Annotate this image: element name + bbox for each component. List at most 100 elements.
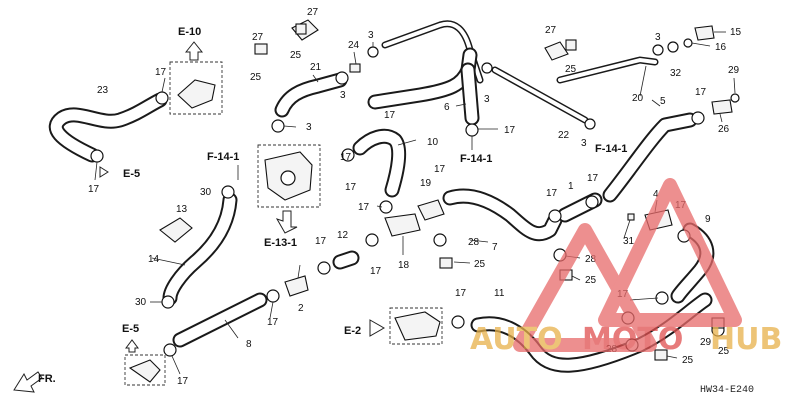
washer-16[interactable] (683, 38, 693, 48)
ref-e5-bottom[interactable]: E-5 (122, 323, 139, 353)
bolt-15[interactable] (694, 25, 715, 41)
hose-21[interactable] (274, 72, 348, 118)
clip-24[interactable] (349, 63, 361, 73)
clip-25[interactable] (254, 43, 268, 55)
clamp-3[interactable] (481, 62, 493, 74)
clamp-3[interactable] (584, 118, 596, 130)
clamp-30[interactable] (221, 185, 235, 199)
callout: 27 (307, 7, 319, 18)
clamp-17[interactable] (163, 343, 177, 357)
hose-7[interactable] (442, 188, 563, 242)
callout: 18 (398, 260, 410, 271)
clip-25[interactable] (295, 23, 307, 35)
clip-27-right[interactable] (544, 41, 569, 61)
clamps[interactable] (90, 23, 740, 361)
clamp-17[interactable] (585, 195, 599, 209)
hose-14[interactable] (162, 192, 238, 306)
ref-e2[interactable]: E-2 (344, 319, 386, 337)
callout: 3 (306, 122, 312, 133)
callout: 3 (655, 32, 661, 43)
callout: 17 (155, 67, 167, 78)
callout: 26 (718, 124, 730, 135)
tee-joint-2[interactable] (284, 264, 309, 297)
callout: 3 (484, 94, 490, 105)
clamp-3[interactable] (271, 119, 285, 133)
ref-f14-right[interactable]: F-14-1 (595, 143, 627, 155)
clamp-17[interactable] (465, 123, 479, 137)
clamp-17[interactable] (691, 111, 705, 125)
clamp-3[interactable] (335, 71, 349, 85)
callout: 8 (246, 339, 252, 350)
callout: 3 (340, 90, 346, 101)
clamp-30[interactable] (161, 295, 175, 309)
clamp-17[interactable] (155, 91, 169, 105)
callout: 17 (315, 236, 327, 247)
tube-20[interactable] (556, 56, 659, 84)
clamp-28[interactable] (433, 233, 447, 247)
callout: 25 (474, 259, 486, 270)
watermark: AUTO MOTO HUB (470, 178, 782, 357)
ref-f14-mid[interactable]: F-14-1 (460, 136, 492, 165)
callout: 11 (494, 288, 505, 299)
joint-19[interactable] (417, 199, 445, 221)
watermark-text: AUTO (470, 322, 563, 357)
callout: 25 (585, 275, 597, 286)
callout: 30 (135, 297, 147, 308)
callout: 15 (730, 27, 742, 38)
ref-e5-top[interactable]: E-5 (99, 166, 140, 180)
svg-text:E-5: E-5 (122, 323, 139, 335)
clip-25[interactable] (439, 257, 453, 269)
hose-10[interactable] (352, 128, 407, 198)
washer-32[interactable] (667, 41, 679, 53)
clamp-3[interactable] (367, 46, 379, 58)
leader-lines (94, 31, 736, 375)
valve-18[interactable] (384, 213, 421, 237)
callout: 19 (420, 178, 432, 189)
clamp-17[interactable] (341, 148, 355, 162)
callout: 17 (587, 173, 599, 184)
callout: 5 (660, 96, 666, 107)
callout: 17 (345, 182, 357, 193)
hose-6[interactable] (367, 47, 480, 126)
ref-e10[interactable]: E-10 (178, 26, 204, 61)
connector-e5-bottom[interactable] (124, 354, 166, 386)
callout: 25 (682, 355, 694, 366)
svg-text:F-14-1: F-14-1 (595, 143, 627, 155)
bracket-13[interactable] (159, 217, 193, 243)
hose-8[interactable] (172, 292, 268, 348)
clamp-3[interactable] (652, 44, 664, 56)
callout: 25 (565, 64, 577, 75)
ref-e13[interactable]: E-13-1 (264, 210, 298, 249)
callout: 17 (370, 266, 382, 277)
thermostat-housing-f14[interactable] (257, 144, 321, 208)
callout: 12 (337, 230, 349, 241)
callout: 17 (455, 288, 467, 299)
clamp-17[interactable] (266, 289, 280, 303)
callout-numbers: 23 17 17 27 25 27 25 21 3 3 24 3 17 10 6… (88, 7, 742, 387)
hose-5[interactable] (602, 112, 698, 203)
clamp-17[interactable] (317, 261, 331, 275)
clamp-17[interactable] (451, 315, 465, 329)
ref-f14-left[interactable]: F-14-1 (207, 151, 239, 180)
clip-25[interactable] (654, 349, 668, 361)
clamp-17[interactable] (90, 149, 104, 163)
washer-31[interactable] (627, 213, 635, 221)
callout: 14 (148, 254, 160, 265)
washer-29[interactable] (730, 93, 740, 103)
callout: 7 (492, 242, 498, 253)
connector-e10[interactable] (169, 61, 223, 115)
connector-e2[interactable] (389, 307, 443, 345)
bolt-26[interactable] (711, 99, 733, 115)
hose-12[interactable] (332, 250, 360, 270)
clamp-17[interactable] (365, 233, 379, 247)
clip-25[interactable] (565, 39, 577, 51)
tube-22[interactable] (491, 66, 589, 124)
svg-text:E-5: E-5 (123, 168, 140, 180)
svg-text:E-10: E-10 (178, 26, 201, 38)
callout: 17 (88, 184, 100, 195)
callout: 17 (358, 202, 370, 213)
hose-23[interactable] (48, 92, 168, 163)
clamp-17[interactable] (548, 209, 562, 223)
callout: 25 (290, 50, 302, 61)
